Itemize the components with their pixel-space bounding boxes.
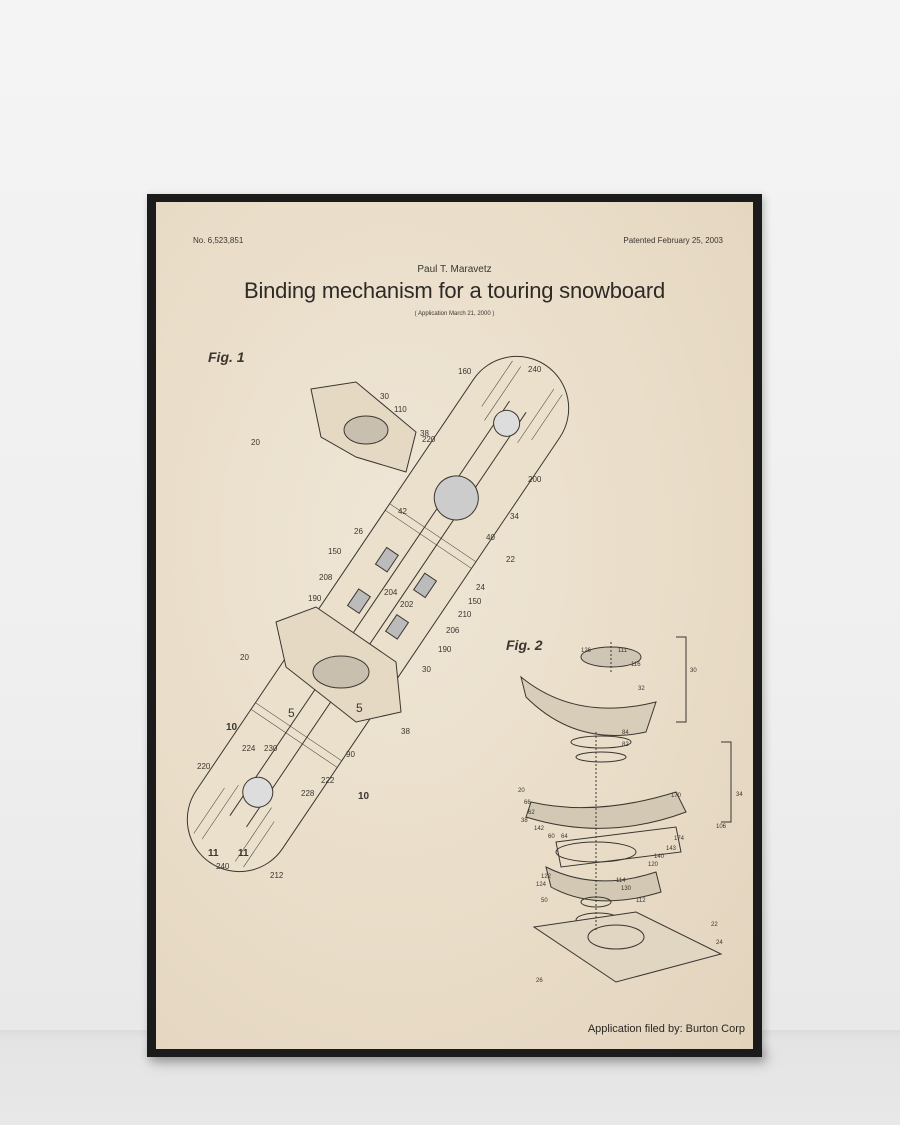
ref-numeral: 174 xyxy=(674,836,685,842)
ref-numeral: 114 xyxy=(616,878,626,884)
ref-numeral: 200 xyxy=(528,475,542,484)
ref-numeral: 222 xyxy=(321,776,335,785)
patent-drawing: Fig. 1 Fig. 2 160 240 30 110 220 38 20 2… xyxy=(186,349,743,984)
ref-numeral: 240 xyxy=(528,365,542,374)
ref-numeral: 11 xyxy=(238,848,249,859)
ref-numeral: 206 xyxy=(446,626,460,635)
inventor: Paul T. Maravetz xyxy=(417,264,492,275)
ref-numeral: 111 xyxy=(618,648,628,654)
ref-numeral: 82 xyxy=(622,742,629,748)
ref-numeral: 190 xyxy=(308,594,322,603)
ref-numeral: 120 xyxy=(648,862,659,868)
ref-numeral: 212 xyxy=(270,871,284,880)
ref-numeral: 150 xyxy=(468,597,482,606)
ref-numeral: 26 xyxy=(354,527,363,536)
ref-numeral: 24 xyxy=(476,583,485,592)
patent-date: Patented February 25, 2003 xyxy=(623,236,723,245)
ref-numeral: 106 xyxy=(716,824,727,830)
ref-numeral: 140 xyxy=(654,854,665,860)
ref-numeral: 143 xyxy=(666,846,677,852)
fig1-reference-numerals: 160 240 30 110 220 38 20 200 42 34 40 26… xyxy=(197,365,542,880)
ref-numeral: 150 xyxy=(328,547,342,556)
ref-numeral: 190 xyxy=(438,645,452,654)
ref-numeral: 5 xyxy=(288,706,295,720)
patent-number: No. 6,523,851 xyxy=(193,236,244,245)
ref-numeral: 126 xyxy=(581,648,592,654)
application-date: ( Application March 21, 2000 ) xyxy=(414,311,495,317)
fig2-label: Fig. 2 xyxy=(506,637,543,653)
ref-numeral: 5 xyxy=(356,701,363,715)
ref-numeral: 20 xyxy=(518,788,525,794)
ref-numeral: 220 xyxy=(422,435,436,444)
ref-numeral: 202 xyxy=(400,600,414,609)
ref-numeral: 208 xyxy=(319,573,333,582)
ref-numeral: 30 xyxy=(422,665,431,674)
ref-numeral: 116 xyxy=(631,662,641,668)
ref-numeral: 90 xyxy=(346,750,355,759)
ref-numeral: 24 xyxy=(716,940,723,946)
ref-numeral: 38 xyxy=(420,429,429,438)
ref-numeral: 62 xyxy=(528,810,535,816)
ref-numeral: 228 xyxy=(301,789,315,798)
ref-numeral: 142 xyxy=(534,826,545,832)
fig2-reference-numerals: 126 111 116 30 32 84 82 20 170 34 66 38 … xyxy=(518,648,743,984)
ref-numeral: 112 xyxy=(636,898,646,904)
ref-numeral: 11 xyxy=(208,848,219,859)
ref-numeral: 124 xyxy=(536,882,547,888)
ref-numeral: 42 xyxy=(398,507,407,516)
ref-numeral: 160 xyxy=(458,367,472,376)
fig1-label: Fig. 1 xyxy=(208,349,245,365)
ref-numeral: 230 xyxy=(264,744,278,753)
ref-numeral: 34 xyxy=(736,792,743,798)
ref-numeral: 10 xyxy=(226,722,238,733)
ref-numeral: 34 xyxy=(510,512,519,521)
ref-numeral: 110 xyxy=(394,405,407,414)
ref-numeral: 38 xyxy=(521,818,528,824)
ref-numeral: 60 xyxy=(548,834,555,840)
ref-numeral: 22 xyxy=(711,922,718,928)
ref-numeral: 170 xyxy=(671,793,682,799)
poster-title: Binding mechanism for a touring snowboar… xyxy=(243,278,666,303)
ref-numeral: 220 xyxy=(197,762,211,771)
ref-numeral: 40 xyxy=(486,533,495,542)
poster-frame: No. 6,523,851 Patented February 25, 2003… xyxy=(147,194,762,1057)
filed-by: Application filed by: Burton Corp xyxy=(587,1023,745,1035)
ref-numeral: 130 xyxy=(621,886,632,892)
ref-numeral: 224 xyxy=(242,744,256,753)
ref-numeral: 84 xyxy=(622,730,629,736)
ref-numeral: 20 xyxy=(251,438,260,447)
ref-numeral: 210 xyxy=(458,610,472,619)
exploded-binding-drawing xyxy=(520,636,732,983)
snowboard-drawing xyxy=(186,355,570,873)
ref-numeral: 64 xyxy=(561,834,568,840)
ref-numeral: 26 xyxy=(536,978,543,984)
ref-numeral: 50 xyxy=(541,898,548,904)
ref-numeral: 122 xyxy=(541,874,552,880)
ref-numeral: 66 xyxy=(524,800,531,806)
ref-numeral: 22 xyxy=(506,555,515,564)
ref-numeral: 30 xyxy=(690,668,697,674)
ref-numeral: 240 xyxy=(216,862,230,871)
patent-poster: No. 6,523,851 Patented February 25, 2003… xyxy=(156,202,753,1049)
ref-numeral: 30 xyxy=(380,392,389,401)
ref-numeral: 10 xyxy=(358,791,370,802)
ref-numeral: 20 xyxy=(240,653,249,662)
ref-numeral: 38 xyxy=(401,727,410,736)
ref-numeral: 32 xyxy=(638,686,645,692)
ref-numeral: 204 xyxy=(384,588,398,597)
